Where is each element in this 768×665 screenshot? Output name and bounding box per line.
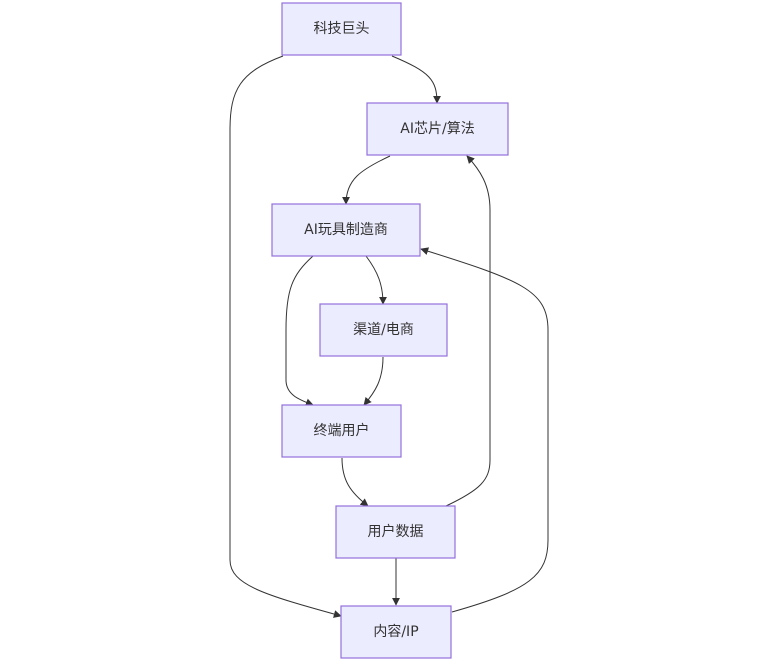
node-label: 渠道/电商 xyxy=(353,322,414,338)
edge-maker-to-channel xyxy=(365,255,387,305)
edge-chip-to-maker xyxy=(342,155,391,205)
node-label: 用户数据 xyxy=(368,523,424,540)
node-channel-ecommerce[interactable]: 渠道/电商 xyxy=(319,303,448,357)
edge-maker-to-user xyxy=(285,255,314,407)
edge-data-to-chip xyxy=(445,155,491,507)
node-label: AI玩具制造商 xyxy=(304,222,388,238)
node-content-ip[interactable]: 内容/IP xyxy=(340,605,452,659)
node-end-user[interactable]: 终端用户 xyxy=(281,404,402,458)
node-label: 终端用户 xyxy=(314,422,370,439)
node-label: AI芯片/算法 xyxy=(400,121,474,137)
node-label: 科技巨头 xyxy=(314,21,370,37)
node-user-data[interactable]: 用户数据 xyxy=(335,505,456,559)
edge-user-to-data xyxy=(341,457,369,507)
node-ai-chip-algorithm[interactable]: AI芯片/算法 xyxy=(366,102,509,156)
edge-channel-to-user xyxy=(363,356,384,406)
edge-ip-to-maker xyxy=(420,247,549,613)
node-ai-toy-maker[interactable]: AI玩具制造商 xyxy=(271,203,421,257)
edges-layer xyxy=(229,55,549,618)
node-label: 内容/IP xyxy=(373,623,418,640)
node-tech-giants[interactable]: 科技巨头 xyxy=(281,2,402,56)
edge-tech-to-chip xyxy=(391,55,441,104)
nodes-layer: 科技巨头 AI芯片/算法 AI玩具制造商 渠道/电商 终端用户 用户数据 内容/… xyxy=(271,2,509,659)
edge-tech-to-ip xyxy=(229,55,342,618)
